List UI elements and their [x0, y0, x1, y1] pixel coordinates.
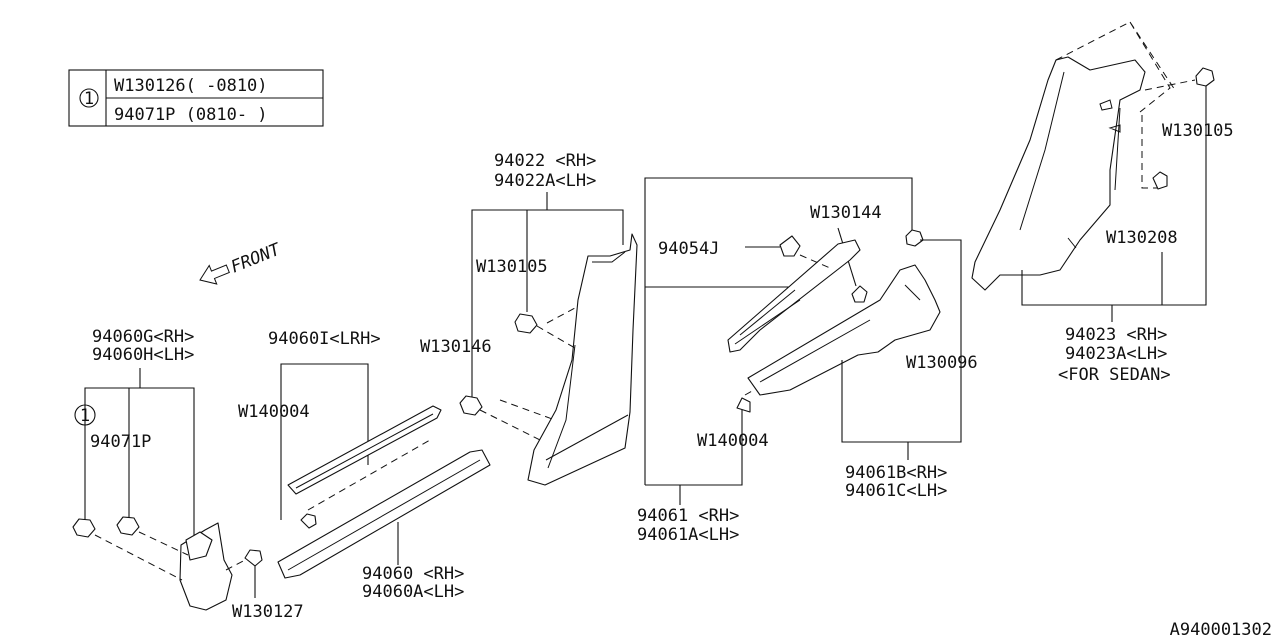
label-94023: 94023 <RH> — [1065, 325, 1167, 345]
label-94071p: 94071P — [90, 432, 151, 452]
clip-w140004-a — [300, 513, 317, 529]
group-94060g: 94060G<RH> 94060H<LH> 1 94071P W130127 — [72, 327, 304, 622]
label-94060a: 94060A<LH> — [362, 582, 464, 602]
scuff-plate-94061 — [727, 239, 861, 353]
group-94061b: W130096 94061B<RH> 94061C<LH> — [747, 229, 978, 501]
legend-ref-circle — [79, 88, 99, 108]
label-w130105-a: W130105 — [476, 257, 548, 277]
label-94061: 94061 <RH> — [637, 506, 739, 526]
label-for-sedan: <FOR SEDAN> — [1058, 365, 1171, 385]
ref-circle-1 — [74, 404, 96, 426]
label-94023a: 94023A<LH> — [1065, 344, 1167, 364]
clip-w130126 — [72, 518, 96, 538]
label-94060i: 94060I<LRH> — [268, 329, 381, 349]
label-94060g: 94060G<RH> — [92, 327, 194, 347]
clip-w130105-b — [1195, 67, 1215, 87]
front-arrow: FRONT — [199, 239, 285, 285]
label-94060: 94060 <RH> — [362, 564, 464, 584]
front-arrow-icon — [199, 264, 230, 285]
legend-ref-symbol: 1 — [84, 89, 94, 109]
front-label: FRONT — [228, 239, 285, 277]
label-94061c: 94061C<LH> — [845, 481, 947, 501]
label-w130144: W130144 — [810, 203, 882, 223]
sill-cover-94060 — [277, 449, 491, 579]
ref-circle-1-label: 1 — [80, 406, 90, 426]
legend-row-2: 94071P (0810- ) — [114, 105, 268, 125]
group-94023: W130105 W130208 94023 <RH> 94023A<LH> <F… — [971, 21, 1234, 385]
label-94054j: 94054J — [658, 239, 719, 259]
scuff-plate-94060i — [287, 405, 442, 495]
label-w130208: W130208 — [1106, 228, 1178, 248]
label-w130146: W130146 — [420, 337, 492, 357]
clip-w130208 — [1152, 171, 1168, 190]
label-94022: 94022 <RH> — [494, 151, 596, 171]
b-pillar-trim — [527, 233, 638, 486]
legend-row-1: W130126( -0810) — [114, 76, 268, 96]
label-w130096: W130096 — [906, 353, 978, 373]
clip-w140004-b — [736, 397, 751, 413]
clip-w130144 — [851, 285, 868, 303]
label-94061b: 94061B<RH> — [845, 463, 947, 483]
clip-w130105-a — [514, 313, 538, 334]
label-94022a: 94022A<LH> — [494, 171, 596, 191]
label-w140004-a: W140004 — [238, 402, 310, 422]
clip-94054j — [779, 235, 801, 257]
clip-w130127 — [244, 549, 263, 567]
diagram-id: A940001302 — [1170, 620, 1272, 640]
label-w140004-b: W140004 — [697, 431, 769, 451]
clip-w130146 — [459, 395, 483, 416]
clip-94071p — [116, 516, 140, 536]
group-94022: 94022 <RH> 94022A<LH> W130105 W130146 — [420, 151, 638, 486]
group-94060i: 94060I<LRH> W140004 — [238, 329, 442, 529]
legend-table: 1 W130126( -0810) 94071P (0810- ) — [68, 69, 324, 127]
quarter-trim-94061b — [747, 264, 941, 396]
label-94060h: 94060H<LH> — [92, 345, 194, 365]
group-94060: 94060 <RH> 94060A<LH> — [277, 449, 491, 602]
clip-w130096 — [905, 229, 924, 247]
label-w130127: W130127 — [232, 602, 304, 622]
c-pillar-trim-94023 — [971, 56, 1146, 291]
label-94061a: 94061A<LH> — [637, 525, 739, 545]
label-w130105-b: W130105 — [1162, 121, 1234, 141]
